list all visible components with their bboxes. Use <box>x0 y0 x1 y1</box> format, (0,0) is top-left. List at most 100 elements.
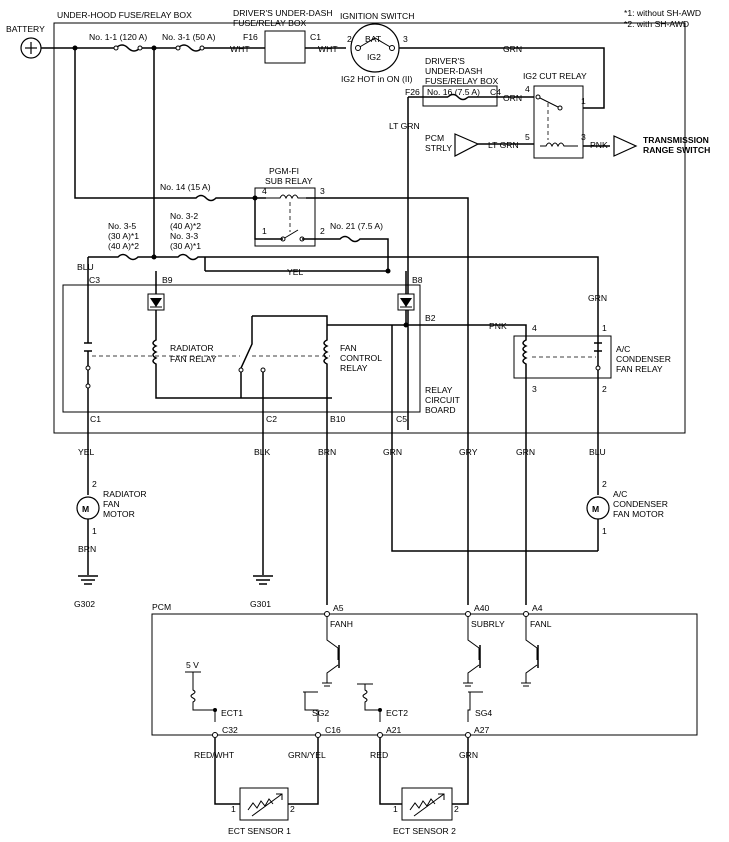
fuse-3-2-a: No. 3-2 <box>170 211 198 221</box>
wire-brn-2: BRN <box>78 544 96 554</box>
pgmfi-label-2: SUB RELAY <box>265 176 313 186</box>
ac-pin-2: 2 <box>602 384 607 394</box>
ect-conn-c32: C32 <box>222 725 238 735</box>
ground-g302-icon <box>78 575 98 585</box>
dash-box-2-label-2: UNDER-DASH <box>425 66 482 76</box>
fuse-3-5-a: No. 3-5 <box>108 221 136 231</box>
pgmfi-pin-4: 4 <box>262 186 267 196</box>
wire-brn: BRN <box>318 447 336 457</box>
transmission-label-2: RANGE SWITCH <box>643 145 710 155</box>
pcm-5v: 5 V <box>186 660 199 670</box>
radiator-relay-1: RADIATOR <box>170 343 214 353</box>
circuit-board-3: BOARD <box>425 405 456 415</box>
ac-motor-1: A/C <box>613 489 627 499</box>
wire-gry: GRY <box>459 447 478 457</box>
ground-g301: G301 <box>250 599 271 609</box>
ac-relay-2: CONDENSER <box>616 354 671 364</box>
pcm-strly-2: STRLY <box>425 143 452 153</box>
fuse-3-3-b: (30 A)*1 <box>170 241 201 251</box>
ig2-cut-relay <box>533 85 584 159</box>
ac-motor-pin-2: 2 <box>602 479 607 489</box>
pcm-pin-a4: A4 <box>532 603 543 613</box>
diode-b9-icon <box>147 293 165 311</box>
wire-yel: YEL <box>78 447 94 457</box>
ect2-pin-2: 2 <box>454 804 459 814</box>
ground-g302: G302 <box>74 599 95 609</box>
conn-b8: B8 <box>412 275 423 285</box>
ect2-pin-1: 1 <box>393 804 398 814</box>
wire-ltgrn-h: LT GRN <box>488 140 519 150</box>
wire-grn-1: GRN <box>383 447 402 457</box>
ignition-title: IGNITION SWITCH <box>340 11 414 21</box>
conn-c1a: C1 <box>310 32 321 42</box>
rad-motor-2: FAN <box>103 499 120 509</box>
transmission-range-switch-icon <box>613 135 638 157</box>
fuse-3-5-c: (40 A)*2 <box>108 241 139 251</box>
pgmfi-label-1: PGM-FI <box>269 166 299 176</box>
transmission-label-1: TRANSMISSION <box>643 135 709 145</box>
ac-condenser-relay <box>513 335 612 379</box>
wire-pnk-top: PNK <box>590 140 608 150</box>
ect-sensor-2-label: ECT SENSOR 2 <box>393 826 456 836</box>
pcm-fanl: FANL <box>530 619 552 629</box>
pcm-ect2: ECT2 <box>386 708 408 718</box>
fuse-1-1 <box>115 44 141 52</box>
circuit-board-2: CIRCUIT <box>425 395 461 405</box>
fan-control-2: CONTROL <box>340 353 382 363</box>
ign-pin-2: 2 <box>347 34 352 44</box>
battery-icon <box>20 37 42 59</box>
note-1: *1: without SH-AWD <box>624 8 701 18</box>
fuse-1-1-label: No. 1-1 (120 A) <box>89 32 147 42</box>
fuse-14-label: No. 14 (15 A) <box>160 182 211 192</box>
dash-box-2-label: DRIVER'S <box>425 56 465 66</box>
relay-circuit-board <box>62 284 421 413</box>
ac-motor-3: FAN MOTOR <box>613 509 664 519</box>
wire-redwht: RED/WHT <box>194 750 235 760</box>
conn-f16: F16 <box>243 32 258 42</box>
pcm-strly-1: PCM <box>425 133 444 143</box>
conn-c4: C4 <box>490 87 501 97</box>
ac-pin-1: 1 <box>602 323 607 333</box>
ig2-pin-5: 5 <box>525 132 530 142</box>
rad-motor-1: RADIATOR <box>103 489 147 499</box>
pcm-pin-a40: A40 <box>474 603 490 613</box>
ect-sensor-1-label: ECT SENSOR 1 <box>228 826 291 836</box>
dash-box-1 <box>264 30 306 64</box>
underhood-fuse-box <box>53 22 686 434</box>
battery-label: BATTERY <box>6 24 45 34</box>
wire-grn-top: GRN <box>503 44 522 54</box>
wire-grn-3: GRN <box>459 750 478 760</box>
wire-grn-right: GRN <box>588 293 607 303</box>
wire-wht-1: WHT <box>230 44 250 54</box>
transistor-fanh-icon <box>322 616 340 687</box>
pcm-box <box>151 613 698 736</box>
note-2: *2: with SH-AWD <box>624 19 689 29</box>
rad-motor-3: MOTOR <box>103 509 135 519</box>
ect-sensor-1-icon <box>239 787 289 821</box>
ac-motor-pin-1: 1 <box>602 526 607 536</box>
pgmfi-pin-2: 2 <box>320 226 325 236</box>
ac-relay-1: A/C <box>616 344 630 354</box>
conn-c3: C3 <box>89 275 100 285</box>
wire-wht-2: WHT <box>318 44 338 54</box>
transistor-subrly-icon <box>463 616 481 687</box>
ign-ig2: IG2 <box>367 52 381 62</box>
fuse-16 <box>447 93 469 101</box>
fan-control-3: RELAY <box>340 363 368 373</box>
ac-pin-3: 3 <box>532 384 537 394</box>
pgmfi-pin-3: 3 <box>320 186 325 196</box>
ground-g301-icon <box>253 575 273 585</box>
fuse-3-1 <box>177 44 203 52</box>
fuse-3-2-b: (40 A)*2 <box>170 221 201 231</box>
wire-ltgrn-v: LT GRN <box>389 121 420 131</box>
ig2-cut-relay-label: IG2 CUT RELAY <box>523 71 587 81</box>
ig2-pin-3: 3 <box>581 132 586 142</box>
rad-motor-pin-1: 1 <box>92 526 97 536</box>
conn-b10: B10 <box>330 414 346 424</box>
conn-f26: F26 <box>405 87 420 97</box>
dash-box-2 <box>422 85 498 107</box>
wire-grnyel: GRN/YEL <box>288 750 326 760</box>
ac-pin-4: 4 <box>532 323 537 333</box>
pcm-subrly: SUBRLY <box>471 619 505 629</box>
